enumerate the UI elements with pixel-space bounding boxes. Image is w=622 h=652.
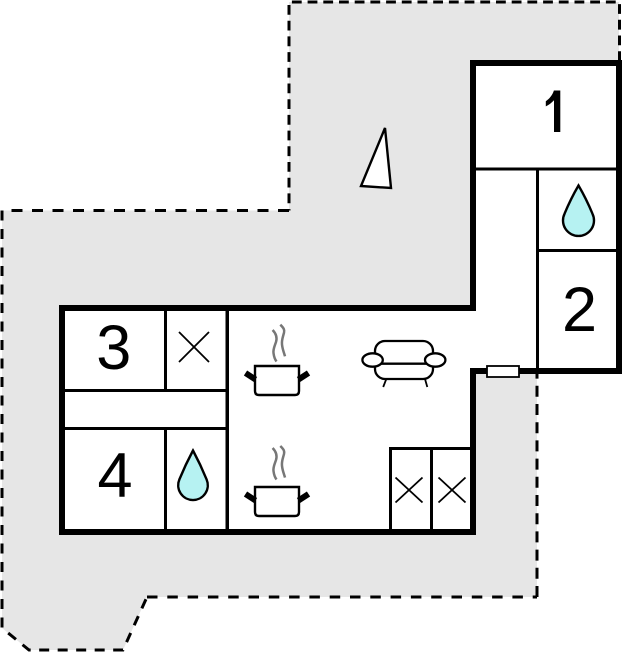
svg-text:2: 2 [562, 275, 597, 345]
svg-text:3: 3 [96, 313, 131, 383]
svg-text:4: 4 [97, 441, 132, 511]
